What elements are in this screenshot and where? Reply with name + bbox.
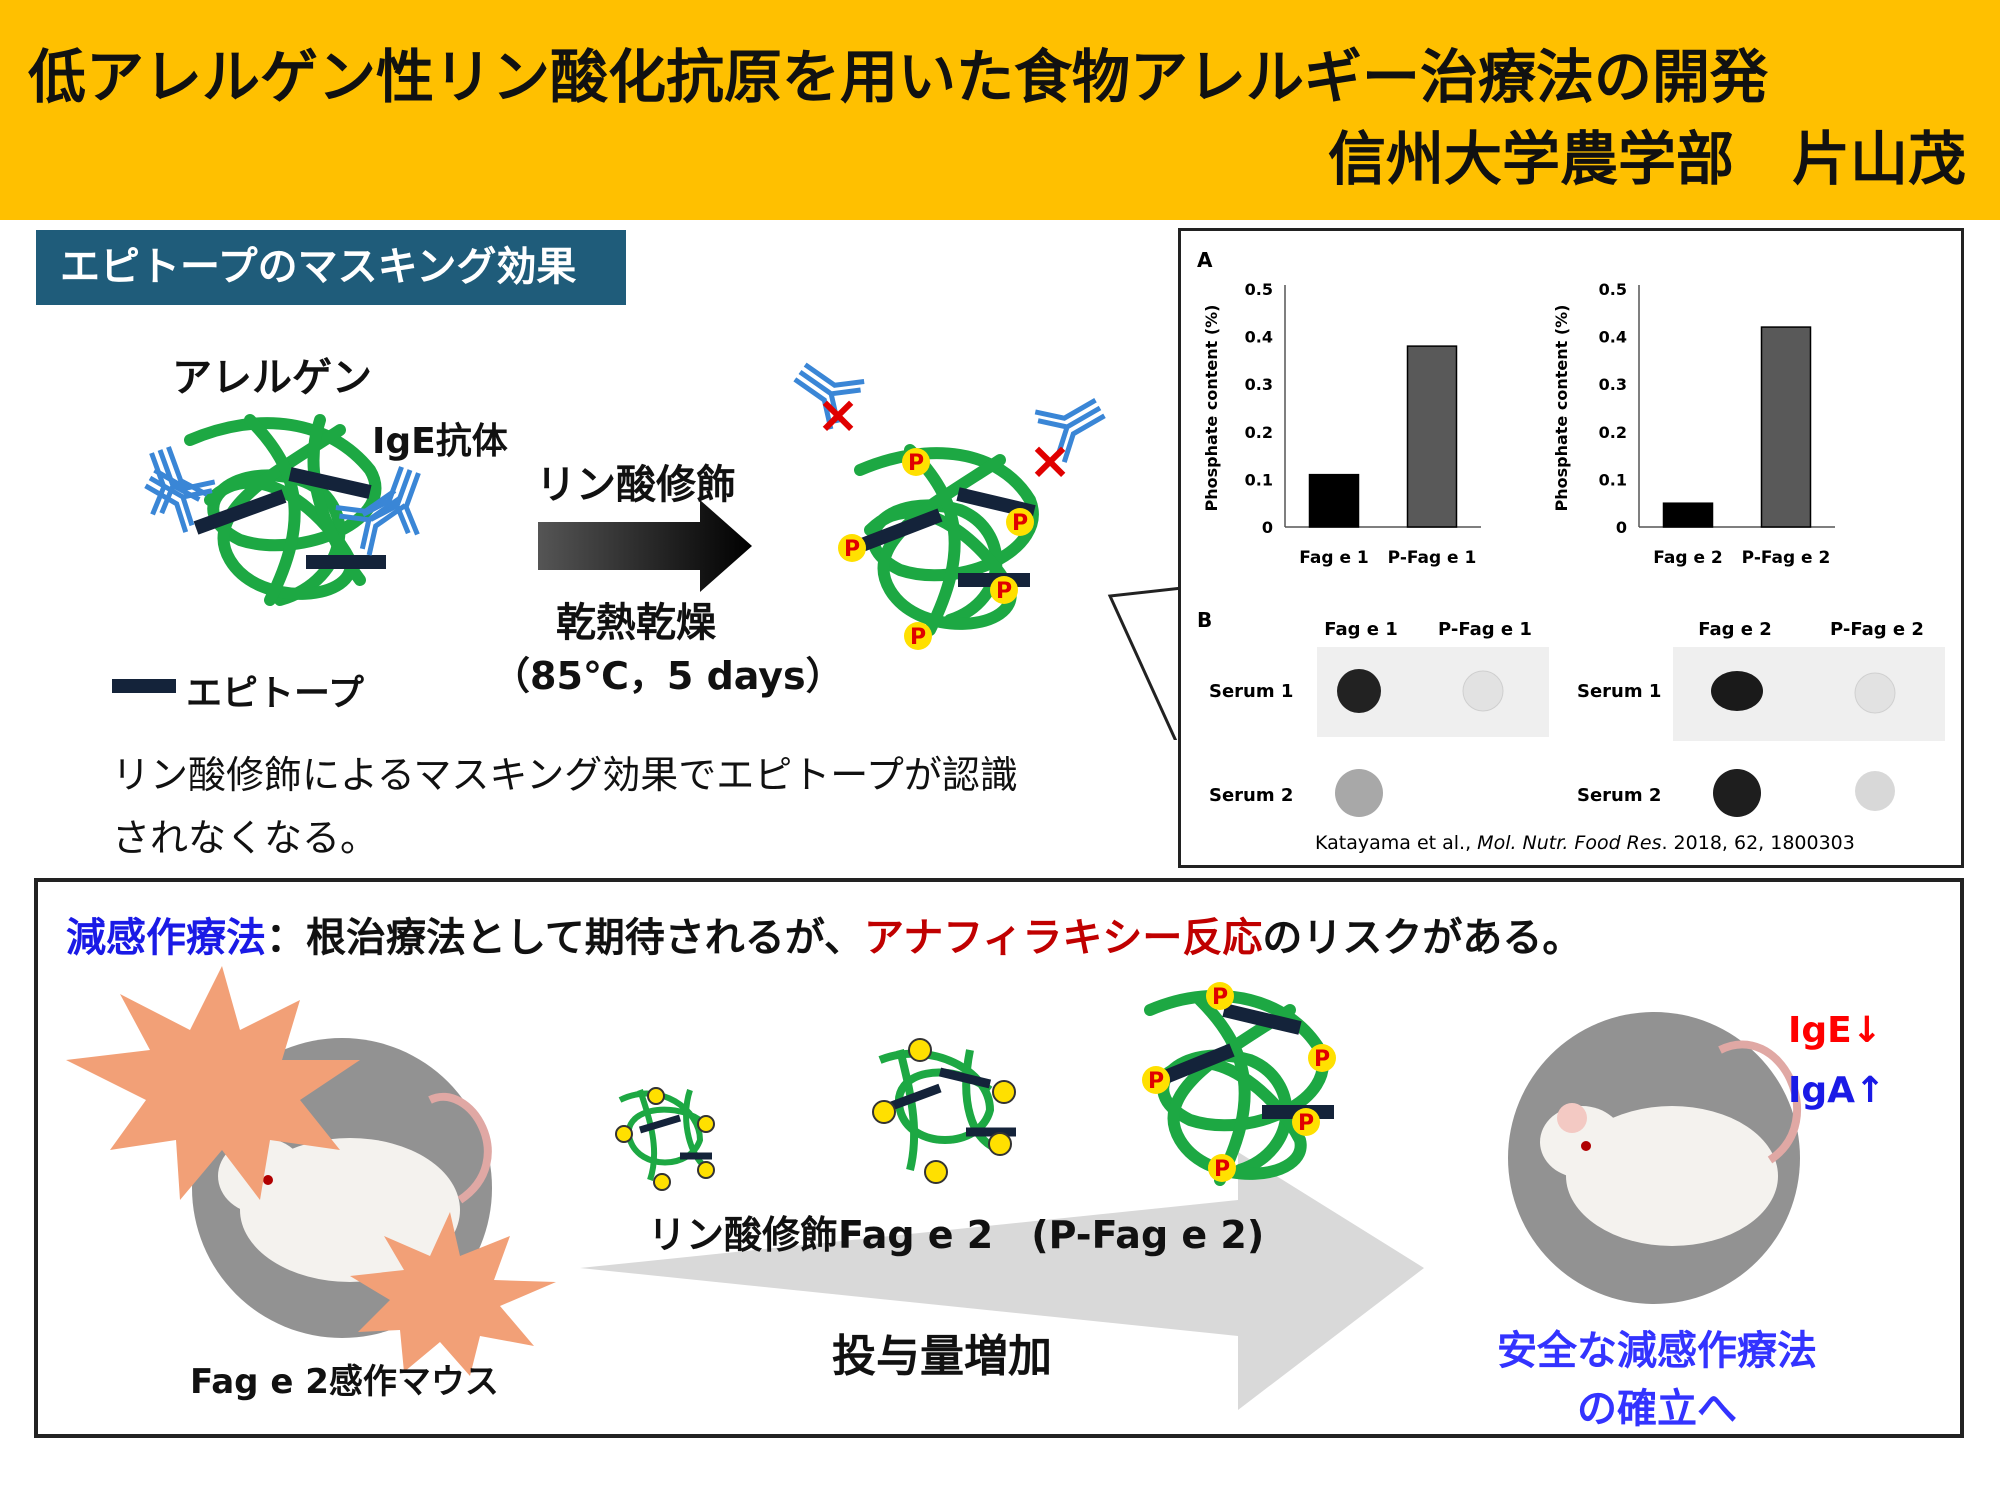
chart-category-label: Fag e 2 [1653, 548, 1722, 568]
starburst-large [66, 966, 360, 1200]
process-arrow [538, 500, 752, 592]
pfag-molecule-medium [872, 1038, 1016, 1184]
chart-ytick-label: 0.1 [1245, 470, 1273, 489]
figure-svg: A Phosphate content (%) 0 0.1 0.2 0.3 0.4 0.5F… [1197, 248, 1945, 854]
chart-ytick-label: 0.2 [1599, 423, 1627, 442]
pfag-molecule-small [615, 1087, 715, 1191]
chart-ytick-label: 0.5 [1245, 280, 1273, 299]
chart-ytick-label: 0.3 [1599, 375, 1627, 394]
dose-arrow [580, 1152, 1424, 1410]
blot-dot-fag-e1-serum2 [1335, 769, 1383, 817]
chart-ytick-label: 0.4 [1599, 328, 1627, 347]
svg-text:P: P [844, 537, 860, 562]
blocked-antibodies: × × [783, 348, 1114, 491]
chart-ytick-label: 0.4 [1245, 328, 1273, 347]
blot-row-serum2-right: Serum 2 [1577, 785, 1661, 806]
masking-description: リン酸修飾によるマスキング効果でエピトープが認識 されなくなる。 [112, 744, 1018, 862]
pfag-label: リン酸修飾Fag e 2 (P-Fag e 2) [648, 1213, 1265, 1257]
panel-a-label: A [1197, 248, 1213, 272]
masking-description-line2: されなくなる。 [112, 816, 379, 860]
masking-description-line1: リン酸修飾によるマスキング効果でエピトープが認識 [112, 753, 1018, 797]
svg-text:P: P [1214, 1157, 1230, 1182]
therapy-illustration: P P P P P [66, 966, 1802, 1410]
chart-ytick-label: 0 [1262, 518, 1273, 537]
chart-bar [1662, 502, 1714, 528]
chart-bar [1760, 326, 1812, 528]
iga-increase-label: IgA↑ [1788, 1070, 1886, 1111]
therapy-panel [34, 878, 1964, 1438]
citation: Katayama et al., Mol. Nutr. Food Res. 20… [1315, 832, 1855, 854]
chart-bar [1406, 345, 1458, 528]
masking-illustration: P P P P P × × [112, 0, 1180, 740]
headline-end: のリスクがある。 [1262, 915, 1583, 961]
page-title: 低アレルゲン性リン酸化抗原を用いた食物アレルギー治療法の開発 [28, 43, 1769, 111]
blot-dot-fag-e2-serum2 [1713, 769, 1761, 817]
blot-dot-fag-e2-serum1 [1711, 671, 1763, 711]
svg-text:P: P [908, 451, 924, 476]
headline-mid: 根治療法として期待されるが、 [306, 915, 864, 961]
headline-risk: アナフィラキシー反応 [864, 915, 1263, 961]
phosphorylation-label: リン酸修飾 [536, 462, 736, 508]
blot-dot-pfag-e2-serum1 [1854, 672, 1896, 714]
svg-text:P: P [1212, 985, 1228, 1010]
headline-sep: ： [266, 915, 306, 961]
svg-text:P: P [1012, 511, 1028, 536]
headline-term: 減感作療法 [66, 915, 266, 961]
result-line1: 安全な減感作療法 [1497, 1328, 1817, 1374]
chart-category-label: P-Fag e 1 [1388, 548, 1477, 568]
dry-heating-label: 乾熱乾燥 [556, 600, 716, 646]
therapy-headline: 減感作療法：根治療法として期待されるが、アナフィラキシー反応のリスクがある。 [66, 905, 1582, 963]
panel-b-label: B [1197, 608, 1212, 632]
section-label: エピトープのマスキング効果 [36, 230, 626, 305]
block-mark-2: × [1028, 431, 1072, 491]
chart-ylabel: Phosphate content (%) [1552, 305, 1571, 512]
blot-row-serum1-right: Serum 1 [1577, 681, 1661, 702]
starburst-small [350, 1212, 556, 1376]
blot-dot-fag-e1-serum1 [1337, 669, 1381, 713]
blot-dot-pfag-e1-serum1 [1462, 670, 1504, 712]
blot-col-pfag-e1: P-Fag e 1 [1438, 619, 1532, 640]
blot-col-fag-e2: Fag e 2 [1698, 619, 1772, 640]
mouse-icon-right [1540, 1040, 1802, 1246]
chart-ylabel: Phosphate content (%) [1202, 305, 1221, 512]
blot-row-serum2-left: Serum 2 [1209, 785, 1293, 806]
epitope-bars [193, 467, 386, 569]
svg-text:P: P [1298, 1111, 1314, 1136]
bar-chart-fag-e1: Phosphate content (%) 0 0.1 0.2 0.3 0.4 0.5Fag… [1202, 280, 1481, 568]
svg-text:P: P [996, 579, 1012, 604]
ige-decrease-label: IgE↓ [1788, 1010, 1882, 1051]
block-mark-1: × [816, 385, 860, 445]
svg-text:P: P [1148, 1069, 1164, 1094]
header-bar: 低アレルゲン性リン酸化抗原を用いた食物アレルギー治療法の開発 信州大学農学部 片… [0, 0, 2000, 220]
chart-ytick-label: 0.1 [1599, 470, 1627, 489]
callout-pointer [1107, 586, 1180, 740]
dose-increase-label: 投与量増加 [832, 1331, 1052, 1382]
sensitized-mouse-label: Fag e 2感作マウス [190, 1362, 499, 1402]
epitope-legend-label: エピトープ [186, 673, 364, 714]
chart-category-label: P-Fag e 2 [1742, 548, 1831, 568]
blot-row-serum1-left: Serum 1 [1209, 681, 1293, 702]
chart-ytick-label: 0.5 [1599, 280, 1627, 299]
blot-col-pfag-e2: P-Fag e 2 [1830, 619, 1924, 640]
blot-col-fag-e1: Fag e 1 [1324, 619, 1398, 640]
chart-ytick-label: 0.3 [1245, 375, 1273, 394]
ige-antibody-label: IgE抗体 [372, 421, 508, 462]
chart-category-label: Fag e 1 [1299, 548, 1368, 568]
phosphate-groups: P P P P P [838, 448, 1034, 650]
chart-ytick-label: 0.2 [1245, 423, 1273, 442]
svg-text:P: P [1314, 1047, 1330, 1072]
chart-bar [1308, 473, 1360, 528]
result-line2: の確立へ [1577, 1386, 1737, 1432]
result-label: 安全な減感作療法 の確立へ [1482, 1318, 1832, 1434]
chart-ytick-label: 0 [1616, 518, 1627, 537]
blot-dot-pfag-e2-serum2 [1855, 771, 1895, 811]
bar-chart-fag-e2: Phosphate content (%) 0 0.1 0.2 0.3 0.4 0.5Fag… [1552, 280, 1835, 568]
allergen-label: アレルゲン [172, 355, 372, 401]
pfag-molecule-large: P P P P P [1142, 982, 1336, 1186]
heating-condition-label: （85℃，5 days） [492, 654, 844, 698]
author-affiliation: 信州大学農学部 片山茂 [1327, 125, 1966, 193]
svg-text:P: P [910, 625, 926, 650]
